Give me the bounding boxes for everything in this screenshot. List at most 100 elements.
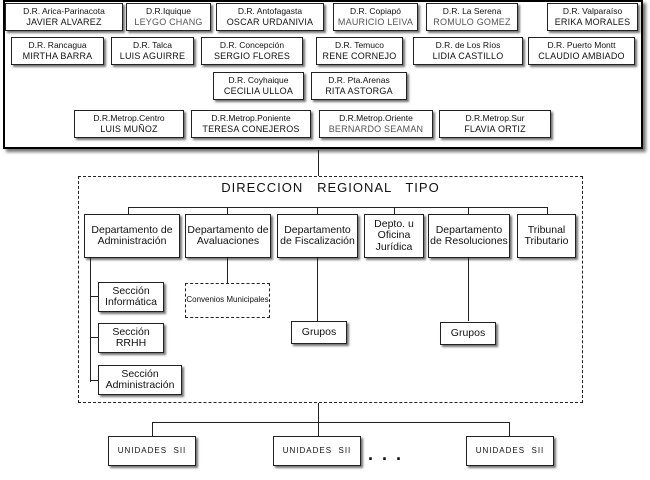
office-name: D.R.Metrop.Oriente bbox=[339, 112, 413, 123]
connector-line bbox=[227, 207, 228, 214]
office-name: D.R. Copiapó bbox=[349, 5, 402, 16]
office-name: D.R. Pta.Arenas bbox=[328, 74, 390, 85]
dept-label: Departamento de Administración bbox=[91, 223, 173, 247]
connector-line bbox=[90, 380, 98, 381]
connector-line bbox=[90, 258, 91, 382]
section-informatica: Sección Informática bbox=[98, 282, 164, 312]
section-administracion: Sección Administración bbox=[98, 365, 182, 395]
connector-line bbox=[318, 403, 319, 422]
connector-line bbox=[152, 422, 153, 436]
office-box-metrop-oriente: D.R.Metrop.Oriente BERNARDO SEAMAN bbox=[319, 110, 433, 138]
unit-box: UNIDADES SII bbox=[108, 436, 196, 466]
connector-line bbox=[509, 422, 510, 436]
connector-line bbox=[90, 296, 98, 297]
unit-box: UNIDADES SII bbox=[273, 436, 361, 466]
office-box-copiapo: D.R. Copiapó MAURICIO LEIVA bbox=[333, 3, 418, 31]
dept-administracion: Departamento de Administración bbox=[84, 214, 180, 258]
connector-line bbox=[90, 337, 98, 338]
office-name: D.R. Temuco bbox=[335, 39, 384, 50]
convenios-municipales-box: Convenios Municipales bbox=[185, 283, 270, 318]
connector-line bbox=[317, 258, 318, 321]
office-box-valparaiso: D.R. Valparaíso ERIKA MORALES bbox=[547, 3, 638, 31]
dept-resoluciones: Departamento de Resoluciones bbox=[428, 214, 510, 258]
director-name: RENE CORNEJO bbox=[322, 50, 397, 61]
section-rrhh: Sección RRHH bbox=[98, 323, 164, 353]
office-name: D.R.Metrop.Sur bbox=[465, 112, 525, 123]
office-box-antofagasta: D.R. Antofagasta OSCAR URDANIVIA bbox=[216, 3, 324, 31]
office-name: D.R. Puerto Montt bbox=[547, 39, 616, 50]
grupos-resoluciones: Grupos bbox=[440, 322, 496, 345]
unit-label: UNIDADES SII bbox=[282, 446, 352, 456]
office-box-coyhaique: D.R. Coyhaique CECILIA ULLOA bbox=[213, 72, 304, 100]
connector-line bbox=[152, 422, 509, 423]
office-name: D.R. Arica-Parinacota bbox=[23, 5, 105, 16]
connector-line bbox=[468, 207, 469, 214]
grupos-label: Grupos bbox=[301, 325, 337, 338]
office-box-metrop-poniente: D.R.Metrop.Poniente TERESA CONEJEROS bbox=[191, 110, 311, 138]
unit-label: UNIDADES SII bbox=[475, 446, 545, 456]
office-box-concepcion: D.R. Concepción SERGIO FLORES bbox=[201, 37, 303, 65]
director-name: TERESA CONEJEROS bbox=[202, 123, 300, 134]
office-box-temuco: D.R. Temuco RENE CORNEJO bbox=[316, 37, 403, 65]
dept-fiscalizacion: Departamento de Fiscalización bbox=[277, 214, 358, 258]
office-name: D.R. Rancagua bbox=[28, 39, 87, 50]
section-label: Sección Informática bbox=[105, 284, 157, 308]
section-label: Sección Administración bbox=[105, 367, 175, 391]
director-name: RITA ASTORGA bbox=[325, 85, 393, 96]
office-name: D.R. Concepción bbox=[219, 39, 285, 50]
office-box-arica: D.R. Arica-Parinacota JAVIER ALVAREZ bbox=[5, 3, 123, 31]
regional-direction-title: DIRECCION REGIONAL TIPO bbox=[221, 180, 440, 195]
connector-line bbox=[128, 207, 548, 208]
dept-label: Departamento de Resoluciones bbox=[430, 223, 508, 247]
office-name: D.R. La Serena bbox=[442, 5, 502, 16]
office-box-punta-arenas: D.R. Pta.Arenas RITA ASTORGA bbox=[311, 72, 407, 100]
office-box-talca: D.R. Talca LUIS AGUIRRE bbox=[111, 37, 194, 65]
dept-juridica: Depto. u Oficina Jurídica bbox=[364, 214, 424, 258]
office-name: D.R. de Los Ríos bbox=[435, 39, 501, 50]
dept-label: Tribunal Tributario bbox=[524, 223, 569, 247]
dept-tribunal: Tribunal Tributario bbox=[517, 214, 576, 258]
regional-direction-box bbox=[78, 176, 583, 403]
connector-line bbox=[394, 207, 395, 214]
convenios-label: Convenios Municipales bbox=[186, 295, 269, 305]
dept-label: Departamento de Fiscalización bbox=[280, 223, 355, 247]
grupos-fiscalizacion: Grupos bbox=[291, 321, 347, 344]
director-name: JAVIER ALVAREZ bbox=[26, 16, 102, 27]
office-box-metrop-centro: D.R.Metrop.Centro LUIS MUÑOZ bbox=[74, 110, 184, 138]
office-box-metrop-sur: D.R.Metrop.Sur FLAVIA ORTIZ bbox=[439, 110, 551, 138]
dept-avaluaciones: Departamento de Avaluaciones bbox=[185, 214, 271, 258]
dept-label: Departamento de Avaluaciones bbox=[187, 223, 269, 247]
office-box-puerto-montt: D.R. Puerto Montt CLAUDIO AMBIADO bbox=[528, 37, 635, 65]
director-name: MIRTHA BARRA bbox=[22, 50, 93, 61]
director-name: LIDIA CASTILLO bbox=[432, 50, 504, 61]
connector-line bbox=[318, 422, 319, 436]
unit-label: UNIDADES SII bbox=[117, 446, 187, 456]
dept-label: Depto. u Oficina Jurídica bbox=[374, 218, 414, 253]
office-box-iquique: D.R.Iquique LEYGO CHANG bbox=[126, 3, 211, 31]
section-label: Sección RRHH bbox=[112, 325, 150, 349]
director-name: LUIS AGUIRRE bbox=[119, 50, 186, 61]
connector-line bbox=[227, 258, 228, 283]
connector-line bbox=[468, 258, 469, 321]
unit-box: UNIDADES SII bbox=[466, 436, 554, 466]
office-name: D.R.Iquique bbox=[146, 5, 191, 16]
office-name: D.R.Metrop.Centro bbox=[93, 112, 165, 123]
ellipsis: . . . bbox=[368, 444, 404, 464]
connector-line bbox=[318, 150, 319, 176]
director-name: ROMULO GOMEZ bbox=[433, 16, 511, 27]
office-name: D.R. Talca bbox=[132, 39, 173, 50]
director-name: CLAUDIO AMBIADO bbox=[538, 50, 625, 61]
connector-line bbox=[128, 207, 129, 214]
office-name: D.R. Valparaíso bbox=[562, 5, 623, 16]
director-name: BERNARDO SEAMAN bbox=[328, 123, 424, 134]
office-box-la-serena: D.R. La Serena ROMULO GOMEZ bbox=[426, 3, 518, 31]
office-box-rancagua: D.R. Rancagua MIRTHA BARRA bbox=[11, 37, 104, 65]
director-name: MAURICIO LEIVA bbox=[337, 16, 414, 27]
connector-line bbox=[547, 207, 548, 214]
office-name: D.R.Metrop.Poniente bbox=[211, 112, 291, 123]
grupos-label: Grupos bbox=[450, 326, 486, 339]
director-name: OSCAR URDANIVIA bbox=[226, 16, 314, 27]
director-name: CECILIA ULLOA bbox=[223, 85, 294, 96]
office-box-los-rios: D.R. de Los Ríos LIDIA CASTILLO bbox=[413, 37, 523, 65]
director-name: FLAVIA ORTIZ bbox=[464, 123, 526, 134]
